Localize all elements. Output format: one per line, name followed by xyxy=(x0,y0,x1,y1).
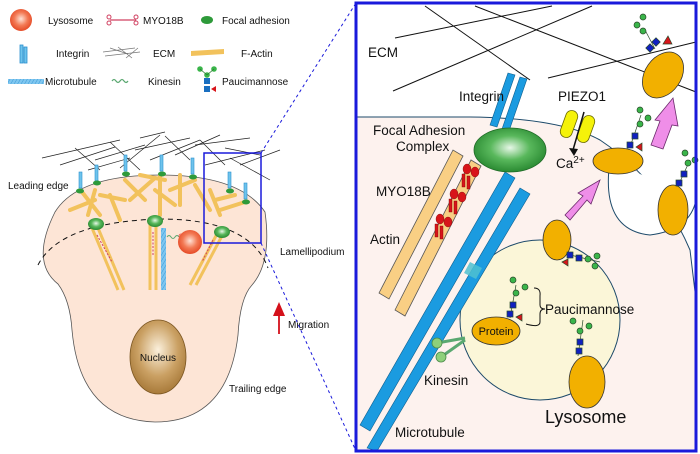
legend-ecm: ECM xyxy=(102,46,175,60)
glycan-lysosome-top xyxy=(561,251,601,270)
legend-paucimannose: Paucimannose xyxy=(197,66,289,92)
protein-label: Protein xyxy=(479,326,514,338)
kinesin-dock xyxy=(464,262,482,279)
legend-focal-adhesion-label: Focal adhesion xyxy=(222,16,290,27)
glycoprotein-lysosome-top xyxy=(542,219,572,261)
paucimannose-bracket xyxy=(525,287,546,327)
calcium-arrow-head xyxy=(569,148,578,156)
zoom-focal-adhesion-label-line1: Focal Adhesion xyxy=(373,123,465,138)
ecm-icon xyxy=(102,46,141,59)
zoom-kinesin-label: Kinesin xyxy=(424,373,468,388)
legend-myo18b-label: MYO18B xyxy=(143,16,184,27)
cell-microtubule xyxy=(161,228,166,290)
lamellipodium-label: Lamellipodium xyxy=(280,247,344,258)
microtubule-icon xyxy=(8,79,44,84)
legend-f-actin-label: F-Actin xyxy=(241,49,273,60)
legend-myo18b: MYO18B xyxy=(106,14,184,27)
zoom-region-box xyxy=(203,152,262,244)
glycoprotein-protein xyxy=(471,316,521,346)
zoom-focal-adhesion xyxy=(473,127,547,173)
zoom-myo18b-motors xyxy=(434,163,480,240)
cell-kinesin xyxy=(166,235,180,239)
legend-f-actin: F-Actin xyxy=(191,49,273,60)
trailing-edge-label: Trailing edge xyxy=(229,384,287,395)
legend-microtubule-label: Microtubule xyxy=(45,77,97,88)
legend-lysosome: Lysosome xyxy=(10,9,94,31)
actin-network xyxy=(68,173,247,222)
f-actin-icon xyxy=(191,49,224,56)
legend-paucimannose-label: Paucimannose xyxy=(222,77,289,88)
migration-arrow-icon xyxy=(273,302,285,334)
legend-integrin-label: Integrin xyxy=(56,49,89,60)
zoom-integrin xyxy=(489,72,528,132)
legend-lysosome-label: Lysosome xyxy=(48,16,94,27)
integrin-icon xyxy=(19,44,28,64)
migration-label: Migration xyxy=(288,320,329,331)
glycan-protein xyxy=(506,276,529,322)
nucleus xyxy=(129,319,187,395)
zoom-focal-adhesion-label-line2: Complex xyxy=(396,139,450,154)
zoom-actin-label: Actin xyxy=(370,232,400,247)
zoom-myo18b-label: MYO18B xyxy=(376,184,431,199)
nucleus-label: Nucleus xyxy=(140,353,176,364)
zoom-paucimannose-label: Paucimannose xyxy=(545,302,634,317)
zoom-kinesin xyxy=(431,336,466,363)
leading-edge-label: Leading edge xyxy=(8,181,69,192)
zoom-piezo1-label: PIEZO1 xyxy=(558,89,606,104)
zoom-lysosome-label: Lysosome xyxy=(545,407,626,427)
glycan-vesicle xyxy=(626,106,652,152)
myo18b-icon xyxy=(106,14,139,26)
kinesin-icon xyxy=(111,78,129,84)
cell-lysosome xyxy=(178,230,202,254)
glycoprotein-vesicle xyxy=(592,147,644,175)
calcium-symbol: Ca xyxy=(556,156,574,171)
zoom-integrin-label: Integrin xyxy=(459,89,504,104)
cell-focal-adhesions-large xyxy=(88,215,230,238)
stress-fibers xyxy=(90,224,226,291)
cell-panel: Nucleus Leading edge Lamellipodium Migra… xyxy=(8,2,357,452)
legend-ecm-label: ECM xyxy=(153,49,175,60)
glycan-top xyxy=(633,13,673,53)
zoom-panel-frame xyxy=(354,1,698,453)
glycan-lysosome-bottom xyxy=(569,317,593,357)
legend: Lysosome MYO18B Focal adhesion Integrin xyxy=(8,9,290,92)
cell-focal-adhesions-small xyxy=(76,171,250,205)
piezo1-channel xyxy=(559,110,596,143)
zoom-ecm-label: ECM xyxy=(368,45,398,60)
paucimannose-icon xyxy=(197,66,217,92)
legend-focal-adhesion: Focal adhesion xyxy=(201,16,290,27)
glycoprotein-lysosome-bottom xyxy=(568,355,606,409)
glycoprotein-right xyxy=(657,184,689,236)
zoom-panel: ECM Integrin PIEZO1 Focal Adhesion Compl… xyxy=(354,1,699,453)
focal-adhesion-icon xyxy=(201,16,213,24)
lysosome-icon xyxy=(10,9,32,31)
legend-kinesin-label: Kinesin xyxy=(148,77,181,88)
glycoprotein-top xyxy=(642,51,684,99)
legend-integrin: Integrin xyxy=(19,44,89,64)
zoom-ecm-fibers xyxy=(392,5,697,93)
cell-integrins xyxy=(78,154,248,200)
legend-kinesin: Kinesin xyxy=(111,77,181,88)
legend-microtubule: Microtubule xyxy=(8,77,97,88)
calcium-influx-arrow xyxy=(572,111,585,151)
exocytosis-arrows xyxy=(564,97,679,221)
calcium-charge: 2+ xyxy=(573,155,585,166)
zoom-microtubule-label: Microtubule xyxy=(395,425,465,440)
calcium-label: Ca2+ xyxy=(556,155,585,171)
zoom-connector-bottom xyxy=(260,242,357,452)
paucimannose-glycans xyxy=(506,13,699,357)
